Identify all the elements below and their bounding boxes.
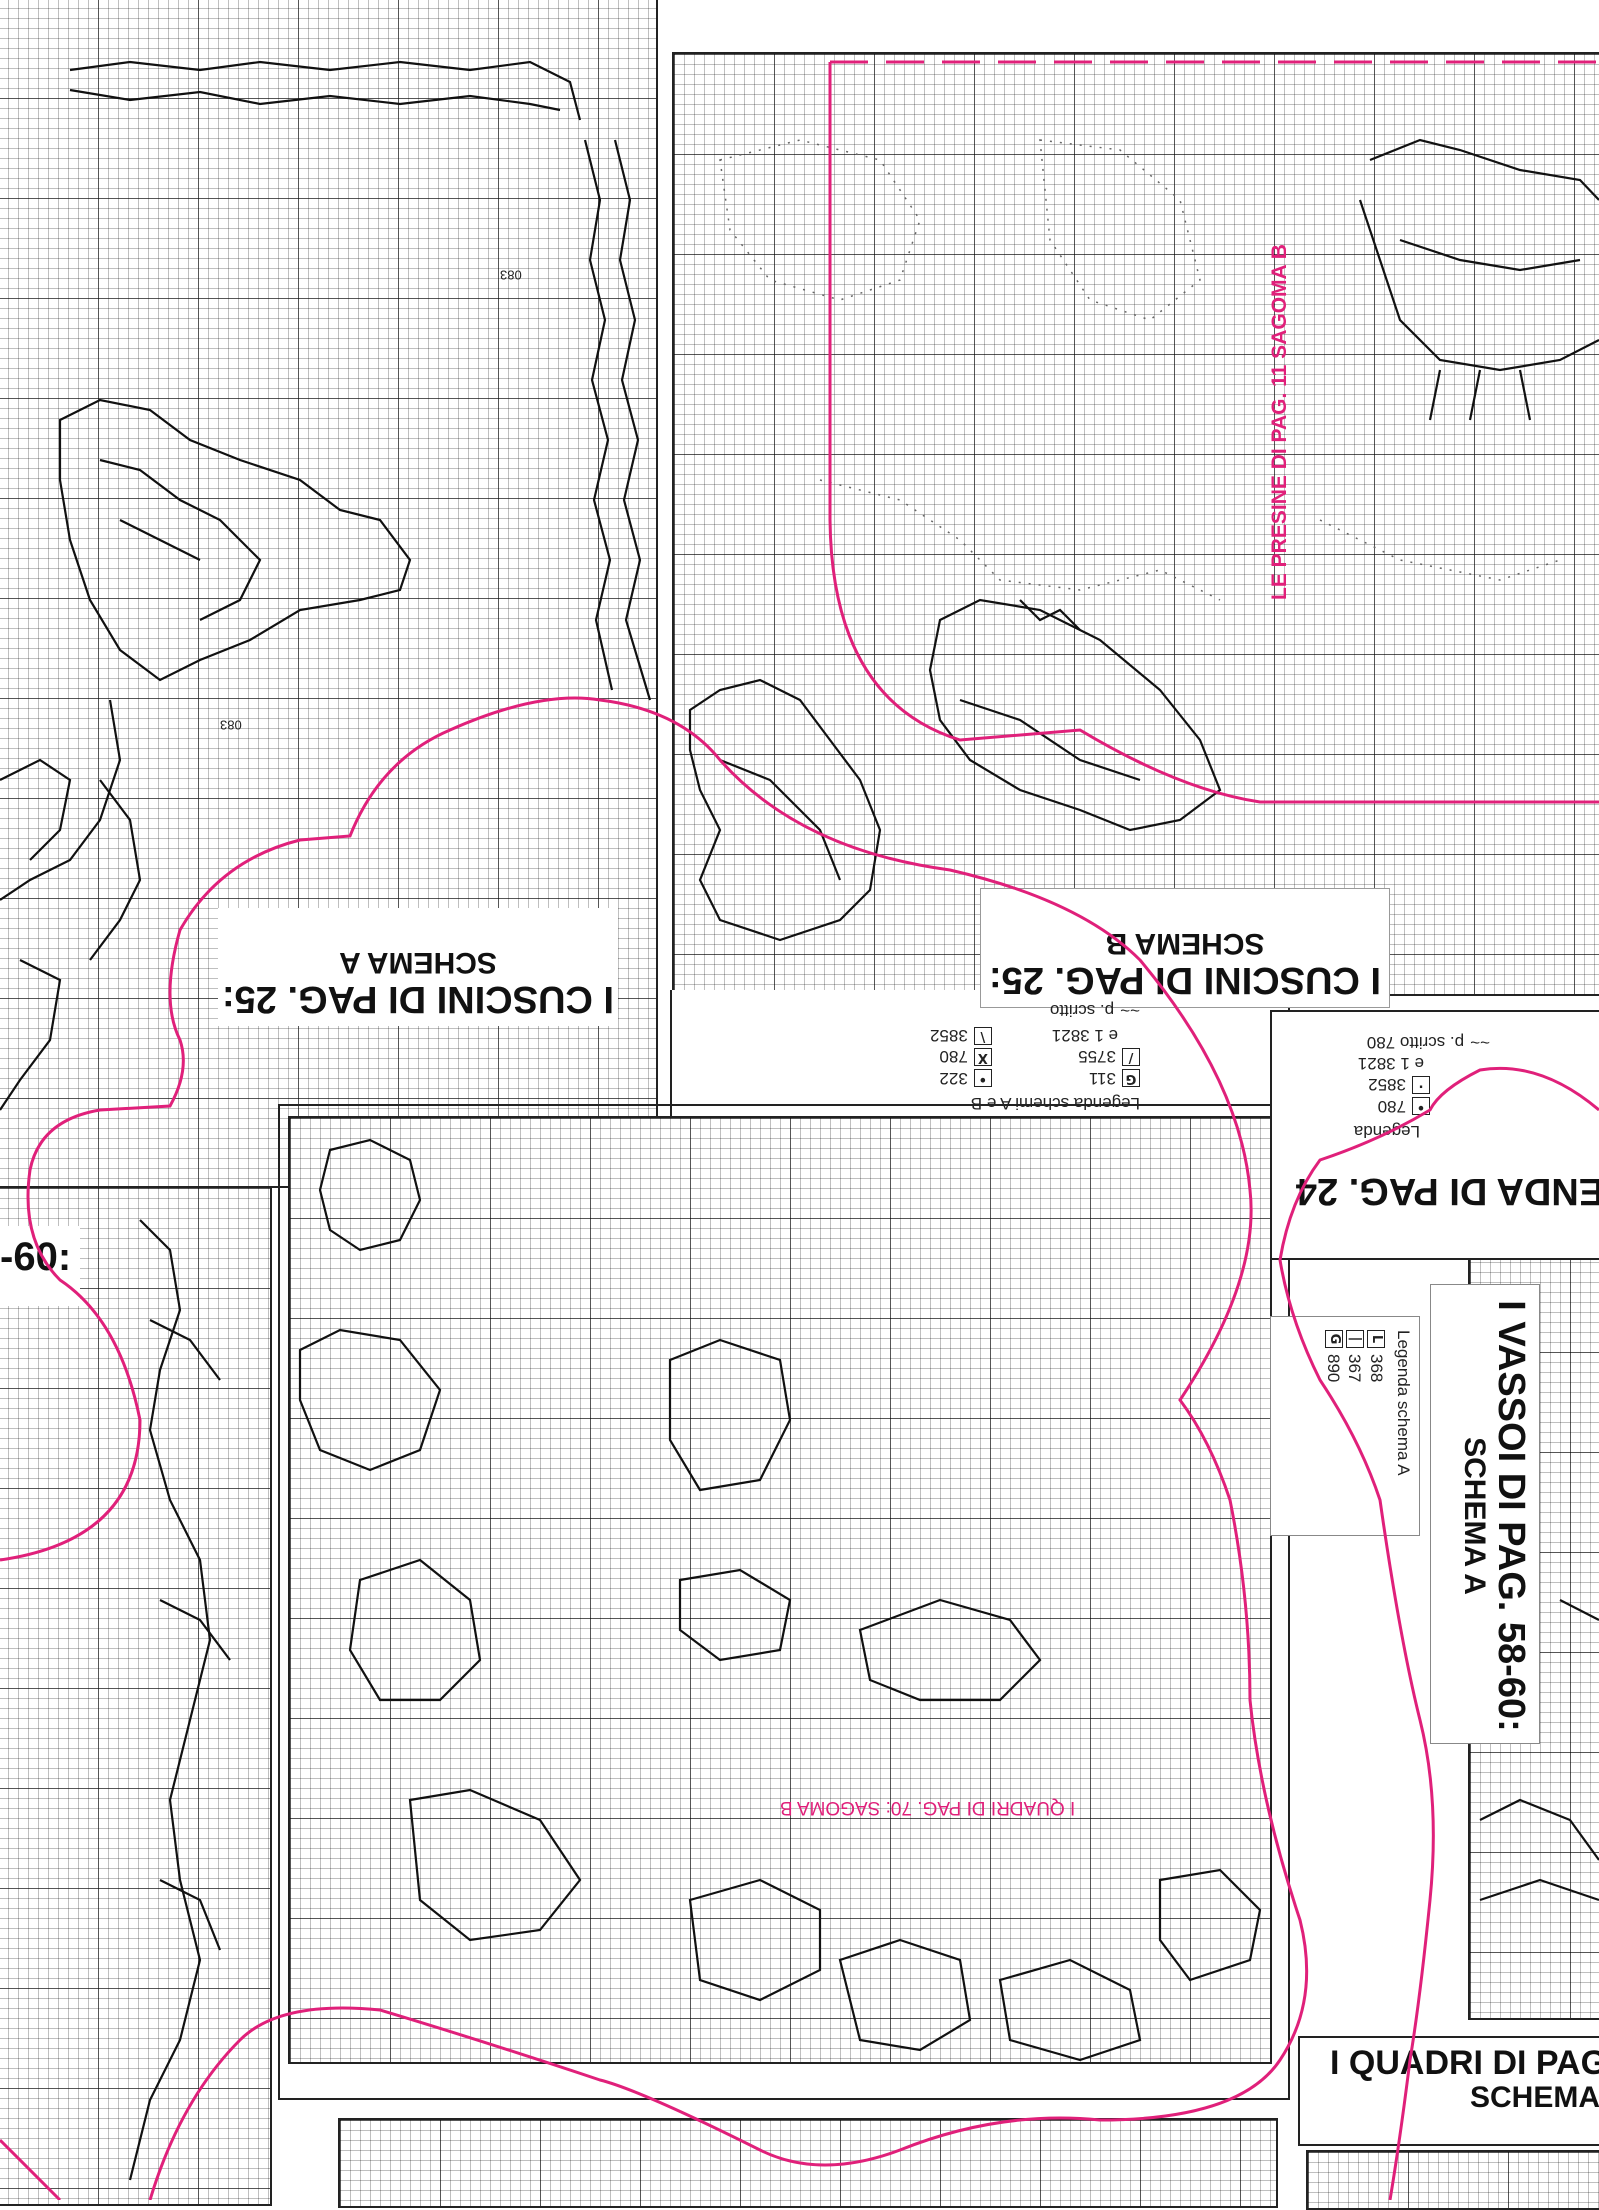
cuscini-b-bird-motif — [1358, 138, 1599, 421]
legend-box-vassoi — [1270, 1316, 1420, 1536]
cuscini-a-flower-motif — [0, 398, 412, 1111]
title-quadri-line1: I QUADRI DI PAG — [1330, 2044, 1599, 2082]
vassoi-left-motif — [128, 1219, 231, 2181]
title-quadri: I QUADRI DI PAG SCHEMA — [1330, 2044, 1599, 2136]
frame-quadri-outer — [278, 1104, 1290, 2100]
legend-strip-ab — [670, 990, 1290, 1136]
title-box-vassoi — [1430, 1284, 1540, 1744]
title-quadri-line2: SCHEMA — [1470, 2080, 1599, 2114]
cuscini-b-leaf-motif — [688, 598, 1222, 942]
grid-vassoi-left — [0, 1186, 272, 2206]
grid-cuscini-b — [672, 52, 1599, 996]
title-left-fragment: -60: — [0, 1226, 80, 1306]
pink-cutting-lines — [0, 60, 1599, 2200]
grid-quadri-right-bottom — [1306, 2150, 1599, 2210]
cuscini-b-guide-dots — [719, 139, 1561, 601]
legend-box-24 — [1270, 1010, 1599, 1260]
title-box-quadri — [1298, 2036, 1599, 2146]
grid-quadri-center — [288, 1116, 1272, 2064]
grid-cuscini-a — [0, 0, 658, 1188]
quadri-flower-motif — [298, 1138, 1262, 2062]
cuscini-a-frame-motif — [69, 60, 652, 701]
vassoi-right-motif — [1479, 1599, 1599, 1902]
